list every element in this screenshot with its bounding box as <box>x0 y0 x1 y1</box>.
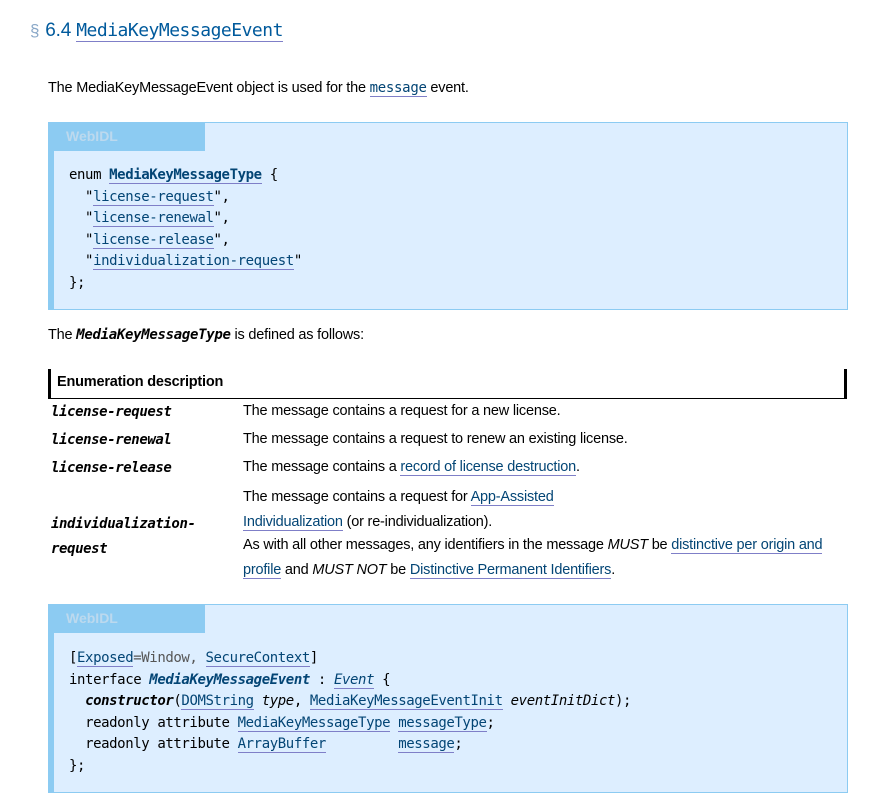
enum-key: license-release <box>51 460 172 476</box>
message-attr-link[interactable]: message <box>398 736 455 754</box>
distinctive-per-origin-link[interactable]: distinctive per origin and profile <box>243 537 823 579</box>
webidl-block-interface: WebIDL [Exposed=Window, SecureContext] i… <box>48 604 848 793</box>
section-heading: § 6.4 MediaKeyMessageEvent <box>30 20 283 42</box>
enum-desc: The message contains a request for a new… <box>243 403 561 419</box>
intro-text: The MediaKeyMessageEvent object is used … <box>48 80 370 96</box>
enum-value-link[interactable]: license-renewal <box>93 210 214 228</box>
enum-type-name: MediaKeyMessageType <box>76 327 231 343</box>
enum-desc-p1: The message contains a request for App-A… <box>243 489 554 531</box>
message-event-link[interactable]: message <box>369 80 427 97</box>
app-assisted-individualization-link[interactable]: App-Assisted Individualization <box>243 489 554 531</box>
enum-desc-p2: As with all other messages, any identifi… <box>243 537 823 579</box>
interface-name-link[interactable]: MediaKeyMessageEvent <box>149 671 310 688</box>
webidl-label: WebIDL <box>48 122 205 151</box>
intro-text-end: event. <box>426 80 469 96</box>
message-type-attr-link[interactable]: messageType <box>398 714 487 732</box>
webidl-block-enum: WebIDL enum MediaKeyMessageType { "licen… <box>48 122 848 310</box>
section-title-link[interactable]: MediaKeyMessageEvent <box>76 20 283 42</box>
event-link[interactable]: Event <box>333 671 375 689</box>
enum-value-link[interactable]: individualization-request <box>93 253 294 271</box>
enum-key: license-renewal <box>51 432 172 448</box>
distinctive-permanent-identifiers-link[interactable]: Distinctive Permanent Identifiers <box>409 561 612 579</box>
enum-value-link[interactable]: license-request <box>93 188 214 206</box>
securecontext-link[interactable]: SecureContext <box>205 650 310 667</box>
arraybuffer-link[interactable]: ArrayBuffer <box>237 736 326 754</box>
exposed-link[interactable]: Exposed <box>77 650 134 667</box>
table-header: Enumeration description <box>48 369 847 399</box>
enum-desc: The message contains a record of license… <box>243 459 580 476</box>
enum-code: enum MediaKeyMessageType { "license-requ… <box>69 167 302 291</box>
webidl-label: WebIDL <box>48 604 205 633</box>
section-anchor-link[interactable]: § <box>30 21 40 40</box>
enum-key: individualization-request <box>51 516 196 557</box>
domstring-link[interactable]: DOMString <box>181 693 254 711</box>
record-of-license-destruction-link[interactable]: record of license destruction <box>400 459 576 476</box>
enumeration-table: Enumeration description license-request … <box>48 369 847 579</box>
section-number: 6.4 <box>45 20 72 41</box>
enum-name-link[interactable]: MediaKeyMessageType <box>109 167 262 184</box>
defined-paragraph: The MediaKeyMessageType is defined as fo… <box>48 327 364 343</box>
init-dict-link[interactable]: MediaKeyMessageEventInit <box>309 693 503 711</box>
enum-value-link[interactable]: license-release <box>93 231 214 249</box>
enum-key: license-request <box>51 404 172 420</box>
intro-paragraph: The MediaKeyMessageEvent object is used … <box>48 80 469 97</box>
interface-code: [Exposed=Window, SecureContext] interfac… <box>69 650 632 774</box>
message-type-type-link[interactable]: MediaKeyMessageType <box>237 714 391 732</box>
enum-desc: The message contains a request to renew … <box>243 431 628 447</box>
